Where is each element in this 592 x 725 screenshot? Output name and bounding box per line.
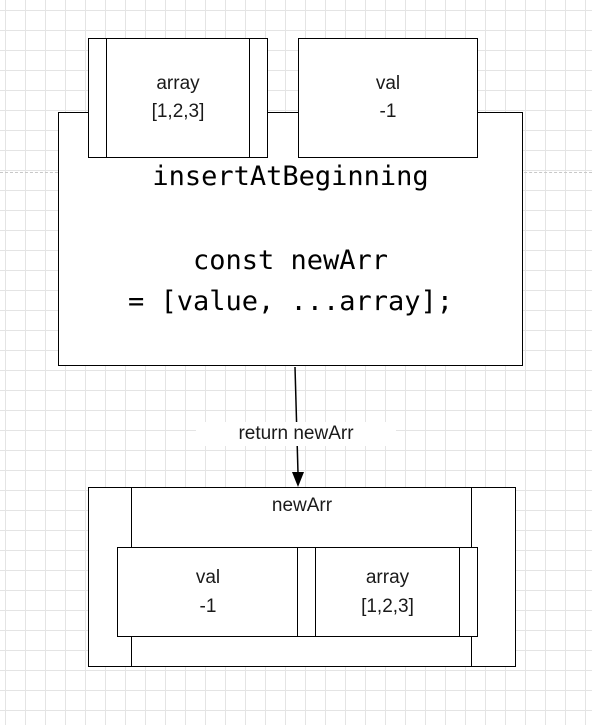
- output-array-right-bar: [459, 547, 460, 637]
- input-array-value: [1,2,3]: [151, 101, 205, 122]
- input-array-right-bar: [249, 38, 250, 158]
- output-val-value: -1: [199, 596, 217, 617]
- output-array-value: [1,2,3]: [361, 596, 414, 617]
- output-array-left-bar: [315, 547, 316, 637]
- output-val-name: val: [195, 567, 221, 588]
- input-val-box[interactable]: [298, 38, 478, 158]
- output-array-box[interactable]: [297, 547, 478, 637]
- return-arrow-label: return newArr: [196, 422, 396, 446]
- input-array-box[interactable]: [88, 38, 268, 158]
- function-name: insertAtBeginning: [152, 161, 429, 192]
- input-array-left-bar: [106, 38, 107, 158]
- code-line-1: const newArr: [192, 245, 389, 276]
- input-val-value: -1: [379, 101, 397, 122]
- output-val-box[interactable]: [117, 547, 299, 637]
- output-title: newArr: [271, 495, 333, 516]
- output-array-name: array: [365, 567, 410, 588]
- input-array-name: array: [156, 73, 200, 94]
- input-val-name: val: [375, 73, 401, 94]
- code-line-2: = [value, ...array];: [127, 286, 454, 317]
